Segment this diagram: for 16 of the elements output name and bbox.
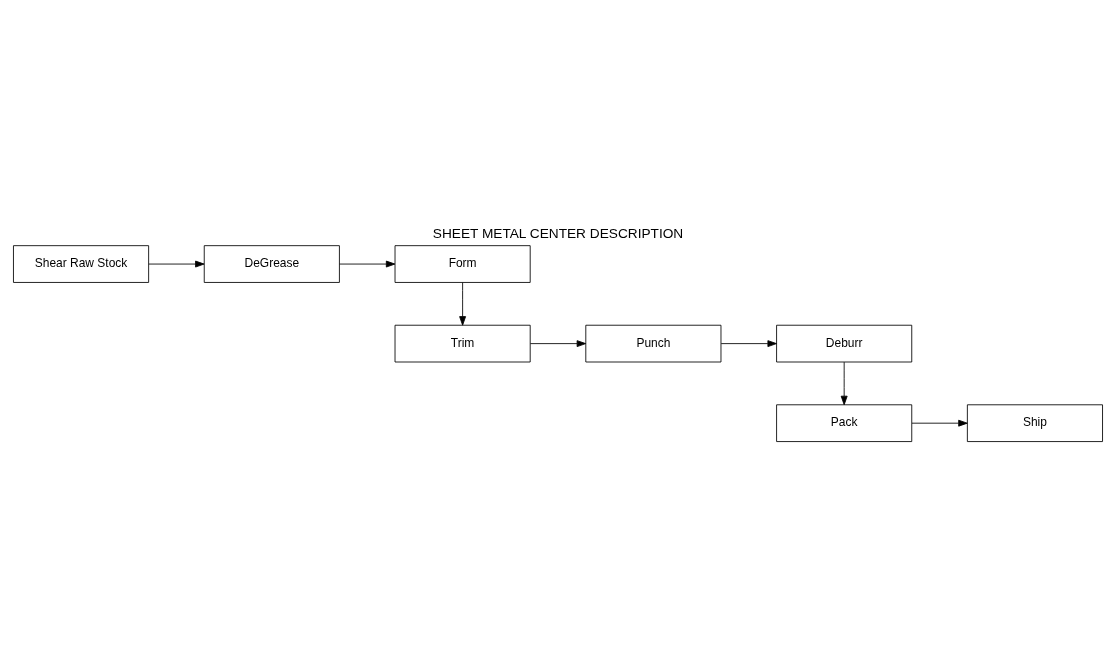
node-box: Ship xyxy=(966,403,1103,442)
node-box: Pack xyxy=(776,403,913,442)
node-box: Form xyxy=(394,244,531,283)
diagram-title: SHEET METAL CENTER DESCRIPTION xyxy=(432,225,684,241)
node-box: DeGrease xyxy=(203,244,340,283)
node-box: Punch xyxy=(585,324,722,362)
arrow xyxy=(459,281,467,326)
node-box: Shear Raw Stock xyxy=(13,244,150,283)
arrow xyxy=(148,260,205,267)
node-box: Trim xyxy=(394,324,531,362)
node-box: Deburr xyxy=(776,324,913,362)
arrow xyxy=(911,419,968,427)
arrow xyxy=(720,339,777,347)
arrow xyxy=(339,260,396,267)
arrow xyxy=(840,361,848,405)
arrow xyxy=(530,339,587,347)
